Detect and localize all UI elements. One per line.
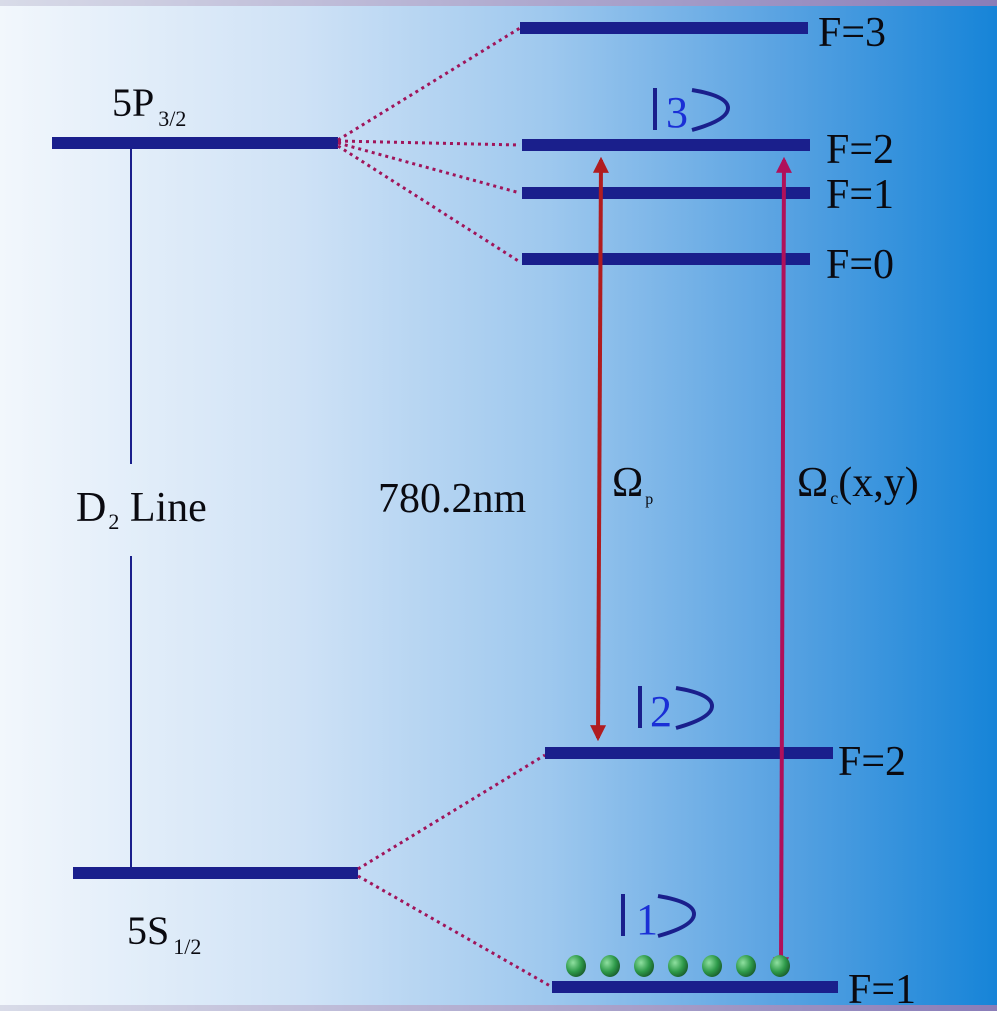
atom-dot-icon [600, 955, 620, 977]
ket-1: 1 [621, 894, 697, 944]
ket-3-digit: 3 [666, 88, 688, 137]
atom-dot-icon [702, 955, 722, 977]
connector-g-f1 [357, 874, 553, 989]
connector-f2 [337, 139, 521, 147]
label-ground-f2: F=2 [838, 739, 906, 785]
coupling-arrow [773, 156, 792, 974]
ket-3-angle [691, 88, 731, 132]
probe-arrow [590, 156, 609, 742]
coupling-sub: c [830, 488, 838, 508]
state-5s12-main: 5S [127, 908, 169, 953]
coupling-args: (x,y) [838, 460, 918, 506]
probe-sub: p [645, 491, 653, 508]
state-5p32-sub: 3/2 [158, 106, 186, 131]
d2-sub: 2 [108, 509, 119, 534]
atom-dot-icon [736, 955, 756, 977]
ket-2-angle [675, 686, 715, 730]
atom-dot-icon [634, 955, 654, 977]
d2-rest: Line [119, 485, 206, 531]
wavelength-label: 780.2nm [378, 476, 527, 522]
connector-f0 [337, 144, 521, 264]
d2-line-label: D2 Line [76, 485, 207, 534]
label-ground-f1: F=1 [848, 967, 916, 1011]
coupling-symbol: Ω [797, 460, 828, 506]
label-excited-f2: F=2 [826, 127, 894, 173]
atom-cloud [566, 955, 790, 977]
probe-symbol: Ω [612, 460, 643, 506]
atom-dot-icon [566, 955, 586, 977]
atom-dot-icon [668, 955, 688, 977]
atom-dot-icon [770, 955, 790, 977]
connector-g-f2 [357, 753, 546, 871]
state-5p32-main: 5P [112, 80, 154, 125]
label-excited-f0: F=0 [826, 242, 894, 288]
label-excited-f1: F=1 [826, 172, 894, 218]
ket-2-digit: 2 [650, 687, 672, 736]
hyperfine-connectors [337, 26, 553, 989]
label-excited-f3: F=3 [818, 10, 886, 56]
connector-f3 [337, 26, 521, 142]
ket-1-digit: 1 [636, 895, 658, 944]
state-5s12-sub: 1/2 [173, 934, 201, 959]
connector-f1 [337, 141, 521, 195]
ket-3: 3 [653, 88, 731, 137]
ket-2: 2 [638, 686, 715, 736]
d2-main: D [76, 485, 106, 531]
ket-1-angle [657, 894, 697, 938]
